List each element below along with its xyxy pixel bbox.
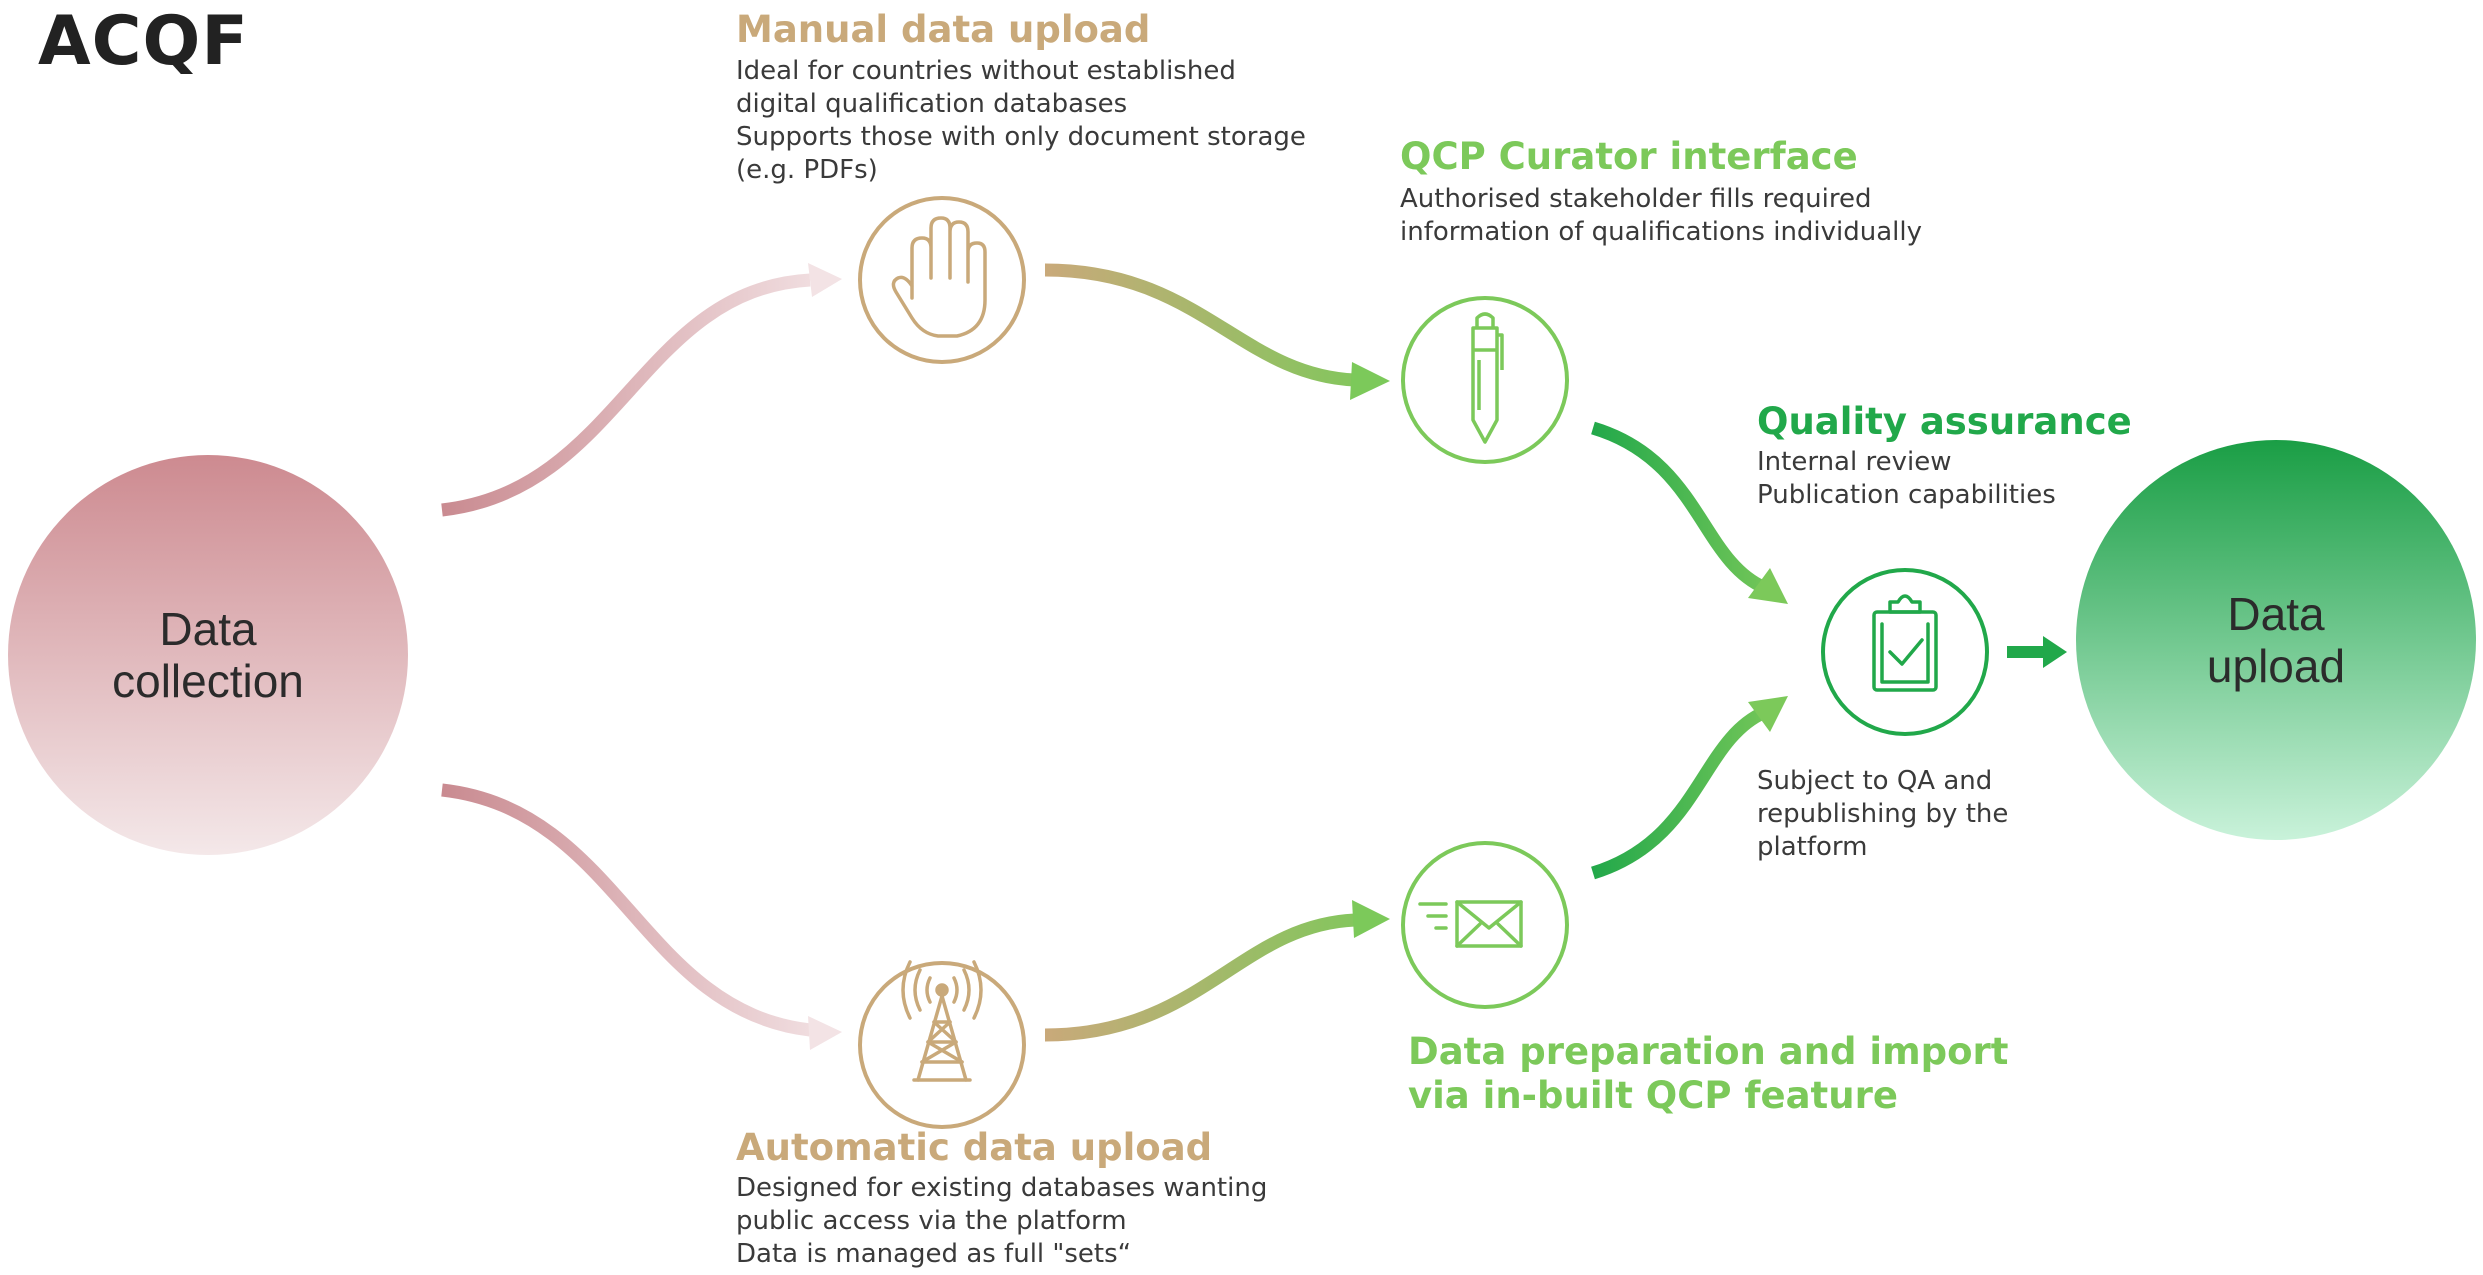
arrowhead: [808, 263, 842, 297]
arrowhead: [1350, 362, 1390, 400]
quality-assurance-line: Internal review: [1757, 447, 1952, 477]
quality-assurance-description: Internal review Publication capabilities: [1757, 446, 2056, 512]
automatic-upload-node: [858, 961, 1026, 1129]
arrowhead: [808, 1016, 842, 1050]
data-upload-circle: Data upload: [2076, 440, 2476, 840]
automatic-upload-line: Designed for existing databases wanting: [736, 1173, 1268, 1203]
quality-assurance-node: [1821, 568, 1989, 736]
data-preparation-title-line1: Data preparation and import: [1408, 1030, 2009, 1073]
acqf-logo: ACQF: [38, 2, 249, 81]
flow-arrow-automatic-to-preparation: [1044, 913, 1356, 1042]
manual-upload-line: Supports those with only document storag…: [736, 122, 1306, 152]
manual-upload-line: Ideal for countries without established: [736, 56, 1236, 86]
automatic-upload-line: public access via the platform: [736, 1206, 1127, 1236]
data-collection-label-line2: collection: [112, 655, 304, 707]
qa-note-line: platform: [1757, 832, 1868, 862]
envelope-icon: [1418, 900, 1523, 948]
data-preparation-title: Data preparation and import via in-built…: [1408, 1030, 2008, 1118]
arrowhead: [1748, 568, 1788, 604]
qa-note: Subject to QA and republishing by the pl…: [1757, 765, 2008, 864]
flow-arrow-collection-to-manual: [441, 273, 811, 517]
manual-upload-description: Ideal for countries without established …: [736, 55, 1306, 187]
antenna-tower-icon: [901, 960, 983, 1082]
quality-assurance-title: Quality assurance: [1757, 400, 2132, 443]
arrowhead: [1352, 900, 1390, 938]
automatic-upload-description: Designed for existing databases wanting …: [736, 1172, 1267, 1271]
manual-upload-title: Manual data upload: [736, 8, 1151, 51]
curator-interface-description: Authorised stakeholder fills required in…: [1400, 183, 1922, 249]
data-upload-label-line1: Data: [2227, 588, 2325, 640]
curator-interface-title: QCP Curator interface: [1400, 135, 1858, 178]
flow-arrow-curator-to-qa: [1591, 421, 1768, 594]
data-collection-label-line1: Data: [159, 603, 257, 655]
manual-upload-line: digital qualification databases: [736, 89, 1128, 119]
qa-note-line: republishing by the: [1757, 799, 2009, 829]
flow-arrow-qa-to-upload: [2007, 646, 2047, 658]
pen-icon: [1471, 312, 1504, 444]
flow-arrow-collection-to-automatic: [441, 783, 811, 1037]
hand-icon: [891, 216, 987, 338]
data-collection-circle: Data collection: [8, 455, 408, 855]
quality-assurance-line: Publication capabilities: [1757, 480, 2056, 510]
flow-arrow-preparation-to-qa: [1591, 706, 1768, 880]
data-upload-label: Data upload: [2207, 588, 2345, 692]
automatic-upload-title: Automatic data upload: [736, 1126, 1213, 1169]
qa-note-line: Subject to QA and: [1757, 766, 1993, 796]
data-upload-label-line2: upload: [2206, 640, 2346, 692]
automatic-upload-line: Data is managed as full "sets“: [736, 1239, 1132, 1269]
data-preparation-title-line2: via in-built QCP feature: [1408, 1074, 1898, 1117]
arrowhead: [1748, 696, 1788, 732]
curator-interface-line: information of qualifications individual…: [1400, 217, 1923, 247]
flow-arrow-manual-to-curator: [1044, 263, 1356, 387]
curator-interface-line: Authorised stakeholder fills required: [1400, 184, 1872, 214]
arrowhead: [2043, 636, 2067, 668]
clipboard-check-icon: [1872, 594, 1938, 692]
manual-upload-node: [858, 196, 1026, 364]
manual-upload-line: (e.g. PDFs): [736, 155, 878, 185]
data-collection-label: Data collection: [112, 603, 304, 707]
curator-interface-node: [1401, 296, 1569, 464]
